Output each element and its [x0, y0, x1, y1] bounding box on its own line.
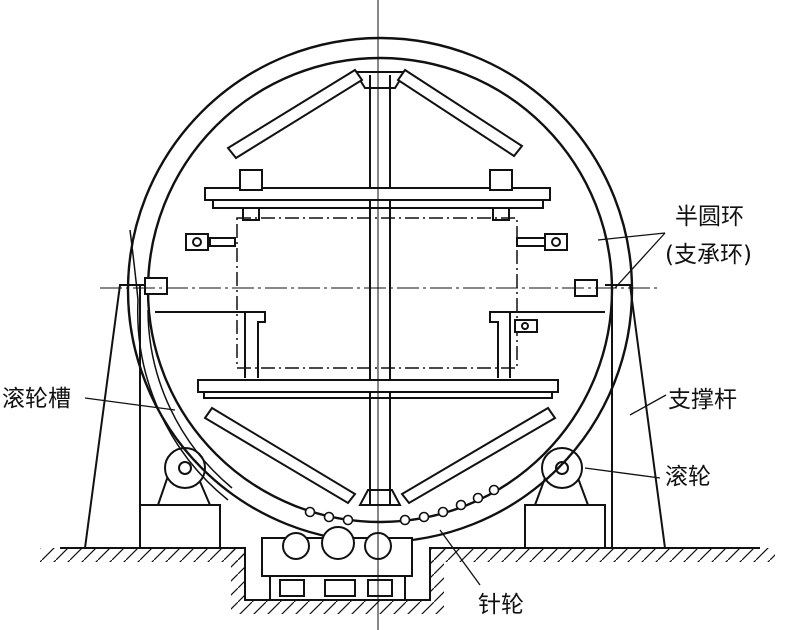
support-ring-label: (支承环) — [665, 242, 752, 268]
pin-wheel-drive — [261, 526, 413, 601]
center-lines — [100, 0, 660, 630]
upper-braces — [226, 68, 524, 160]
roller-groove-label: 滚轮槽 — [2, 386, 71, 412]
half-ring-label: 半圆环 — [675, 204, 744, 230]
support-rod-right — [605, 284, 666, 549]
support-rod-label: 支撑杆 — [668, 387, 737, 413]
center-post — [353, 71, 407, 506]
pin-wheel-label: 针轮 — [478, 592, 524, 618]
leader-lines — [84, 232, 667, 586]
roller-right — [524, 447, 606, 549]
lower-clamps — [155, 311, 605, 378]
lower-braces — [203, 406, 557, 505]
side-clamps — [144, 233, 598, 297]
workpiece — [236, 217, 518, 369]
foundation — [40, 547, 775, 614]
pin-wheel-holes — [304, 484, 500, 526]
roller-label: 滚轮 — [665, 464, 711, 490]
roller-left — [139, 447, 221, 549]
